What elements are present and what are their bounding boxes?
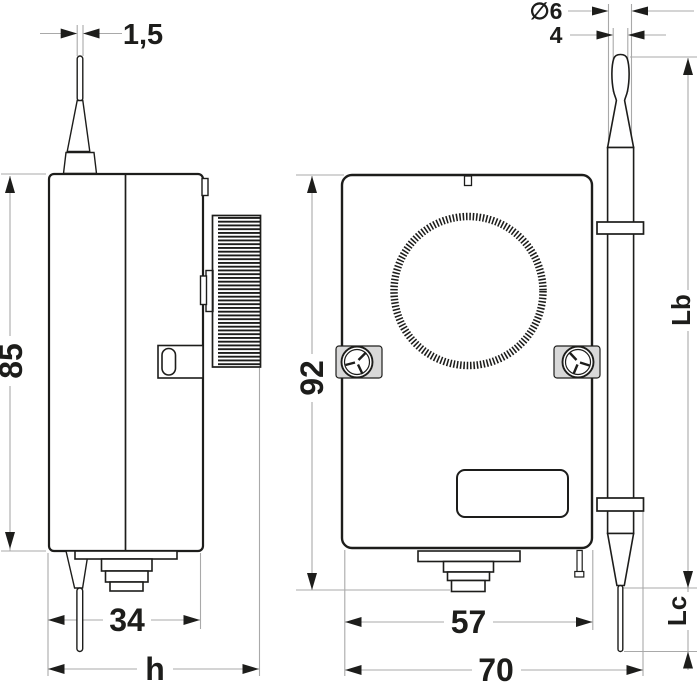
dim-label-capillary-length: Lc [662, 596, 692, 626]
label-backing [137, 651, 173, 685]
arrow-left-icon [631, 6, 648, 16]
screw-slot-line [572, 364, 579, 375]
cable-gland-front [417, 550, 521, 593]
sensor-bulb [606, 53, 635, 149]
label-backing [0, 336, 24, 386]
arrow-down-icon [5, 532, 15, 549]
arrow-up-icon [307, 176, 317, 193]
arrow-up-icon [5, 176, 15, 193]
screw-head-inner [343, 348, 371, 376]
arrow-down-icon [683, 571, 693, 588]
screw-head-inner [564, 348, 592, 376]
dimension-extension-lines [1, 4, 697, 676]
sensor-tube [606, 146, 635, 535]
screw-slot [345, 351, 367, 375]
gland-step [109, 581, 144, 592]
capillary-tube-front [617, 584, 624, 653]
gland-step [104, 570, 149, 583]
screw-slot [568, 351, 590, 375]
dim-label-bulb-diameter: 4 [550, 22, 563, 48]
knob-outline [211, 214, 262, 368]
dim-label-side-depth: 34 [109, 602, 145, 638]
arrow-right-icon [576, 617, 593, 627]
arrow-right-icon [183, 615, 200, 625]
capillary-tip [76, 55, 84, 102]
screw-slot-line [356, 363, 364, 375]
label-plate [456, 469, 569, 518]
dim-label-side-height: 85 [0, 343, 29, 379]
arrow-left-icon [83, 28, 100, 39]
arrow-up-icon [683, 651, 693, 669]
label-backing [664, 592, 691, 630]
screw-head [340, 345, 374, 379]
wire-stub-end [574, 570, 585, 578]
dim-label-sensor-length: Lb [666, 294, 696, 326]
capillary-strain-relief-cone [66, 99, 91, 153]
arrow-down-icon [307, 573, 317, 590]
label-backing [103, 602, 151, 636]
arrow-left-icon [627, 30, 645, 40]
wire-stub [576, 549, 583, 574]
side-view [47, 55, 262, 653]
label-backing [297, 354, 327, 402]
label-backing [667, 290, 695, 331]
dim-label-front-height: 92 [294, 360, 330, 396]
gland-step [100, 558, 153, 572]
arrow-left-icon [48, 615, 65, 625]
arrow-right-icon [60, 28, 78, 39]
arrow-left-icon [48, 664, 65, 674]
dim-label-front-width: 57 [451, 604, 487, 640]
gland-step [442, 560, 495, 573]
screw-slot-line [579, 361, 590, 367]
gland-step [74, 550, 178, 560]
adjustment-knob-side [211, 214, 262, 368]
dimension-arrows [5, 6, 693, 675]
sensor-cone [606, 532, 635, 587]
mounting-slot [161, 347, 177, 376]
dim-label-front-total-width: 70 [478, 652, 514, 688]
screw-slot-line [357, 351, 367, 361]
dim-label-tube-diameter: ∅6 [530, 0, 563, 24]
screw-icon [340, 345, 374, 379]
screw-slot-line [345, 361, 356, 367]
screw-slot-line [568, 351, 578, 361]
label-backing [472, 652, 521, 686]
screw-head [561, 345, 595, 379]
capillary-gland-base [62, 151, 98, 175]
arrow-right-icon [242, 664, 259, 674]
dim-label-capillary-width: 1,5 [123, 19, 163, 51]
cover-latch [201, 177, 209, 197]
knurled-dial [390, 212, 547, 370]
capillary-tube-side [76, 587, 84, 653]
index-notch [463, 175, 473, 187]
arrow-left-icon [345, 617, 362, 627]
arrow-right-icon [592, 6, 609, 16]
arrow-up-icon [683, 58, 693, 75]
gland-step [450, 579, 486, 593]
front-view [335, 53, 645, 653]
cable-gland-side [74, 550, 178, 592]
screw-icon [561, 345, 595, 379]
gland-step [446, 571, 491, 582]
arrow-right-icon [626, 665, 643, 675]
gland-step [417, 550, 521, 563]
label-backing [444, 604, 493, 638]
arrow-right-icon [596, 30, 614, 40]
knob-axle-collar [199, 275, 208, 306]
mounting-clamp-lower [596, 497, 645, 512]
dim-label-side-total-depth: h [145, 651, 165, 687]
arrow-left-icon [345, 665, 362, 675]
mounting-clamp-upper [596, 221, 645, 235]
